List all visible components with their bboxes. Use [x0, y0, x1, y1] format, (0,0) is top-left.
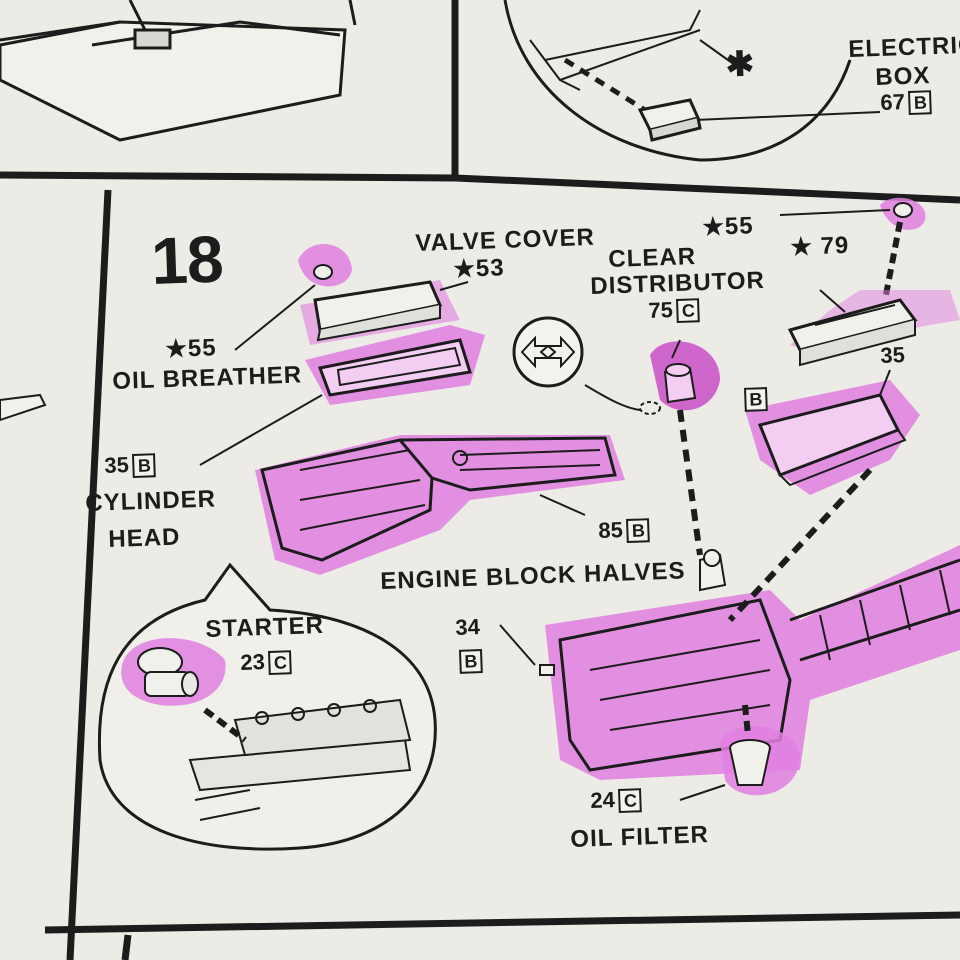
valve-cover-right-part: [779, 197, 960, 367]
starter-part: [121, 638, 226, 706]
engine-block-part-number: 34: [454, 614, 481, 640]
cylinder-head-right-part-number: 35: [879, 342, 906, 368]
engine-block-tree: B: [455, 649, 483, 674]
cylinder-head-right-part: [727, 369, 920, 623]
oil-breather-part: [234, 243, 352, 351]
twist-symbol: [512, 316, 661, 415]
electric-box-part-num: 67: [879, 89, 906, 115]
starter-chassis: [188, 698, 412, 821]
valve-cover-part: [300, 280, 469, 345]
oil-filter-label: OIL FILTER: [569, 821, 710, 853]
electric-box-label-line1: ELECTRIC: [847, 31, 960, 63]
tree-c-badge: C: [618, 788, 643, 814]
tree-b-badge: B: [908, 90, 933, 116]
cylinder-head-left-part: [199, 325, 485, 466]
clear-distributor-label-line2: DISTRIBUTOR: [589, 266, 766, 300]
tree-b-badge: B: [626, 518, 651, 544]
engine-half-part-num: 85: [597, 517, 624, 543]
starter-callout-bubble: [97, 562, 437, 851]
distributor-part-num: 75: [647, 297, 674, 323]
breather-right-part-number: ★55: [701, 212, 755, 241]
starter-label: STARTER: [204, 611, 325, 643]
asterisk-icon: ✱: [724, 45, 755, 84]
valve-cover-right-part-number: ★ 79: [789, 231, 850, 261]
top-panel-divider: [0, 171, 960, 204]
tree-c-badge: C: [268, 650, 293, 676]
valve-cover-label: VALVE COVER: [414, 223, 596, 257]
cylinder-head-label-line1: CYLINDER: [84, 485, 217, 517]
oil-filter-part-num: 24: [589, 787, 616, 813]
bottom-tick: [121, 934, 132, 960]
cylinder-head-label-line2: HEAD: [107, 523, 181, 553]
starter-part-num: 23: [239, 649, 266, 675]
step-number: 18: [149, 221, 224, 298]
bottom-panel-divider: [44, 911, 960, 934]
engine-block-part: [499, 545, 960, 780]
electric-box-detail: [503, 0, 881, 162]
engine-block-half-part: [255, 435, 625, 575]
previous-step-fragment: [0, 0, 357, 142]
electric-box-label-line2: BOX: [874, 62, 931, 91]
electric-box-part: [637, 98, 702, 142]
oil-breather-part-number: ★55: [164, 334, 218, 363]
tree-b-badge: B: [458, 649, 483, 674]
left-panel-fragment: [0, 393, 47, 422]
oil-filter-part: [679, 704, 800, 801]
cylinder-head-right-tree: B: [740, 387, 768, 412]
cylinder-head-part-num: 35: [103, 452, 130, 478]
left-panel-divider: [66, 189, 112, 960]
valve-cover-part-number: ★53: [452, 254, 506, 283]
tree-c-badge: C: [676, 298, 701, 324]
distributor-part: [650, 339, 720, 556]
tree-b-badge: B: [132, 453, 157, 479]
tree-b-badge: B: [743, 387, 768, 412]
clear-distributor-label-line1: CLEAR: [607, 242, 697, 273]
